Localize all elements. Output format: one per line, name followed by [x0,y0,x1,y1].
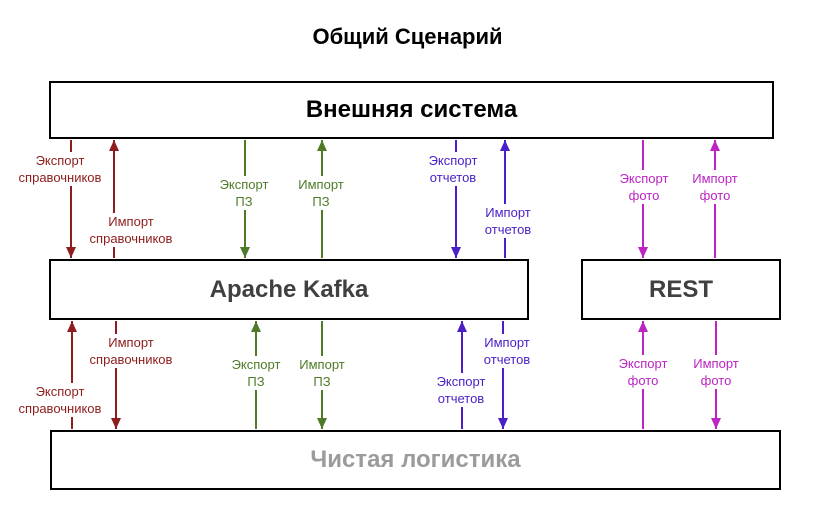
arrow-line [455,140,457,258]
flow-label: Импорт справочников [87,334,175,368]
flow-label: Экспорт фото [617,170,671,204]
arrowhead-up-icon [710,140,720,151]
arrow-line [70,140,72,258]
arrowhead-down-icon [498,418,508,429]
arrowhead-down-icon [66,247,76,258]
flow-label: Экспорт отчетов [434,373,488,407]
flow-label: Импорт фото [691,355,741,389]
node-clean-logistics: Чистая логистика [50,430,781,490]
arrowhead-up-icon [317,140,327,151]
flow-label: Импорт фото [690,170,740,204]
diagram-title: Общий Сценарий [312,24,503,49]
arrowhead-up-icon [638,321,648,332]
arrowhead-down-icon [451,247,461,258]
flow-label: Экспорт фото [616,355,670,389]
arrow-line [504,140,506,258]
arrowhead-down-icon [111,418,121,429]
flow-label: Импорт ПЗ [296,176,346,210]
flow-label: Импорт отчетов [481,334,533,368]
arrowhead-down-icon [638,247,648,258]
node-rest: REST [581,259,781,320]
node-clean-logistics-label: Чистая логистика [310,446,521,473]
flow-label: Экспорт ПЗ [217,176,271,210]
node-rest-label: REST [648,275,713,303]
node-external-system: Внешняя система [49,81,774,139]
arrowhead-up-icon [251,321,261,332]
flow-label: Экспорт ПЗ [229,356,283,390]
flow-label: Импорт ПЗ [297,356,347,390]
flow-label: Экспорт отчетов [426,152,480,186]
flow-label: Экспорт справочников [16,152,104,186]
arrowhead-up-icon [500,140,510,151]
arrow-line [115,321,117,429]
flow-label: Импорт справочников [87,213,175,247]
arrowhead-down-icon [240,247,250,258]
arrowhead-up-icon [109,140,119,151]
arrowhead-up-icon [67,321,77,332]
arrowhead-up-icon [457,321,467,332]
arrow-line [71,321,73,429]
arrow-line [113,140,115,258]
node-apache-kafka-label: Apache Kafka [209,275,369,303]
arrowhead-down-icon [711,418,721,429]
node-external-system-label: Внешняя система [305,96,518,123]
arrow-line [502,321,504,429]
arrowhead-down-icon [317,418,327,429]
flow-label: Экспорт справочников [16,383,104,417]
node-apache-kafka: Apache Kafka [49,259,529,320]
flow-label: Импорт отчетов [482,204,534,238]
